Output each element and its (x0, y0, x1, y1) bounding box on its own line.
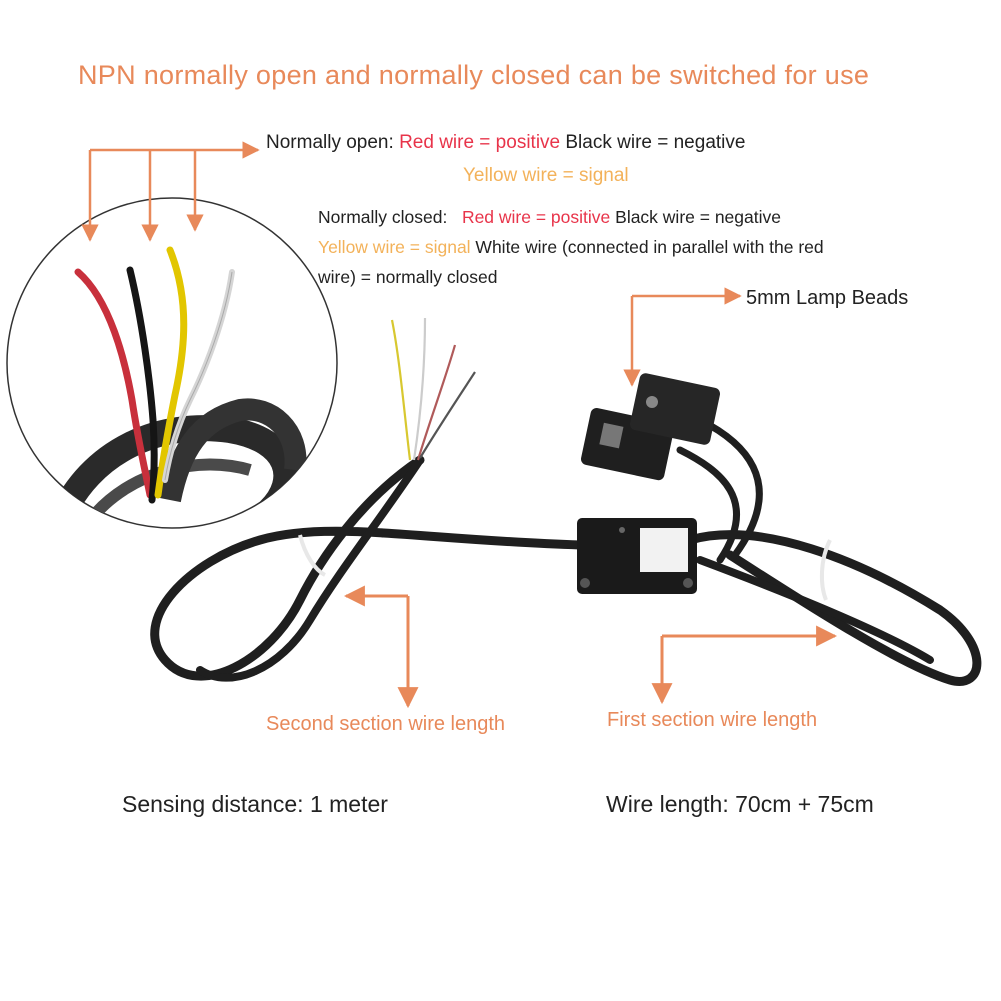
normally-closed-line: Normally closed: Red wire = positive Bla… (318, 207, 781, 228)
red-wire (74, 268, 154, 499)
amplifier-module (577, 518, 697, 594)
sensor-heads (581, 373, 721, 481)
nc-yellow-wire-text: Yellow wire = signal (318, 237, 471, 257)
normally-closed-line-2: Yellow wire = signal White wire (connect… (318, 237, 824, 258)
loose-wires (390, 317, 476, 461)
nc-black-wire-text: Black wire = negative (610, 207, 781, 227)
cable-ties (298, 534, 832, 601)
second-section-label: Second section wire length (266, 713, 506, 735)
black-wire (126, 266, 158, 504)
page-title: NPN normally open and normally closed ca… (78, 60, 870, 90)
wire-closeup (6, 197, 338, 529)
nc-red-wire-text: Red wire = positive (461, 207, 611, 227)
sensing-distance: Sensing distance: 1 meter (122, 791, 388, 817)
yellow-wire (154, 246, 188, 499)
wire-length: Wire length: 70cm + 75cm (606, 791, 874, 817)
first-section-label: First section wire length (607, 709, 818, 731)
no-red-wire-text: Red wire = positive (399, 132, 561, 153)
normally-open-label: Normally open: (266, 132, 400, 153)
no-yellow-wire-text: Yellow wire = signal (463, 165, 629, 186)
lamp-beads-label: 5mm Lamp Beads (746, 287, 909, 309)
callout-bracket (81, 141, 260, 242)
normally-closed-label: Normally closed: (318, 207, 462, 227)
normally-open-line: Normally open: Red wire = positive Black… (266, 132, 745, 154)
no-black-wire-text: Black wire = negative (560, 132, 746, 153)
lamp-beads-arrow (623, 287, 742, 387)
nc-white-wire-cont: wire) = normally closed (318, 267, 498, 287)
first-section-arrow (651, 625, 838, 705)
nc-white-wire-text: White wire (connected in parallel with t… (470, 237, 824, 257)
second-section-arrow (343, 585, 419, 709)
